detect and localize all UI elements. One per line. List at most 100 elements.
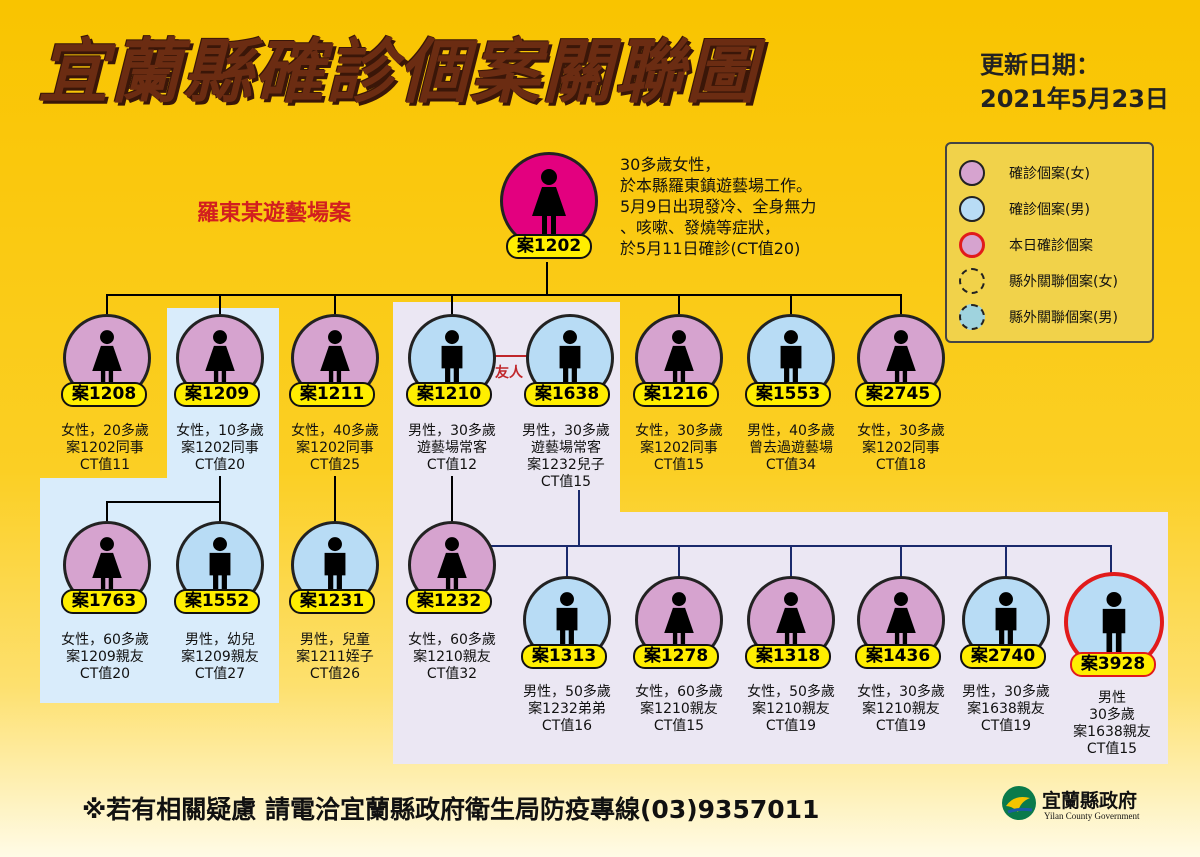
- legend-item: 縣外關聯個案(男): [959, 302, 1149, 330]
- case-tag: 案1211: [289, 382, 375, 407]
- level1-bus: [106, 294, 902, 296]
- male-icon: [209, 537, 231, 594]
- legend-item: 本日確診個案: [959, 230, 1149, 258]
- case-tag: 案1313: [521, 644, 607, 669]
- legend-label: 確診個案(男): [1009, 202, 1090, 218]
- legend-label: 本日確診個案: [1009, 238, 1093, 254]
- female-icon: [664, 330, 694, 387]
- case-node: 案1552: [174, 521, 264, 631]
- case-tag: 案2745: [855, 382, 941, 407]
- government-english-name: Yilan County Government: [1044, 811, 1140, 821]
- update-date: 更新日期： 2021年5月23日: [980, 48, 1169, 116]
- case-node: 案1209: [174, 314, 264, 424]
- connector: [790, 294, 792, 314]
- case-tag: 案1209: [174, 382, 260, 407]
- case-node: 案1211: [289, 314, 379, 424]
- connector: [451, 294, 453, 314]
- case-tag: 案1278: [633, 644, 719, 669]
- female-icon: [886, 330, 916, 387]
- government-logo: 宜蘭縣政府 Yilan County Government: [1000, 780, 1170, 830]
- case-tag: 案1231: [289, 589, 375, 614]
- legend-swatch: [959, 268, 985, 294]
- legend-swatch: [959, 304, 985, 330]
- case-node: 案1313: [521, 576, 611, 686]
- cluster-label: 羅東某遊藝場案: [197, 201, 352, 226]
- connector: [219, 476, 221, 502]
- male-icon: [1102, 591, 1126, 653]
- male-icon: [324, 537, 346, 594]
- connector: [900, 294, 902, 314]
- legend-swatch: [959, 196, 985, 222]
- connector: [566, 545, 568, 581]
- case-tag: 案2740: [960, 644, 1046, 669]
- case-node: 案1216: [633, 314, 723, 424]
- female-icon: [776, 592, 806, 649]
- yilan-emblem-icon: [1002, 786, 1036, 820]
- legend-swatch: [959, 232, 985, 258]
- case-tag: 案1202: [506, 234, 592, 259]
- connector: [678, 294, 680, 314]
- update-label: 更新日期：: [980, 51, 1100, 79]
- connector: [334, 294, 336, 314]
- connector: [219, 501, 221, 521]
- connector: [1110, 545, 1112, 575]
- female-icon: [886, 592, 916, 649]
- female-icon: [92, 537, 122, 594]
- case-tag: 案1436: [855, 644, 941, 669]
- legend-swatch: [959, 160, 985, 186]
- case-node: 案2745: [855, 314, 945, 424]
- connector: [900, 545, 902, 581]
- male-icon: [556, 592, 578, 649]
- legend: 確診個案(女) 確診個案(男) 本日確診個案 縣外關聯個案(女) 縣外關聯個案(…: [945, 142, 1154, 343]
- government-name: 宜蘭縣政府: [1042, 790, 1138, 812]
- case-node: 案1208: [61, 314, 151, 424]
- root-stem: [546, 262, 548, 295]
- update-value: 2021年5月23日: [980, 85, 1169, 113]
- case-node: 案2740: [960, 576, 1050, 686]
- connector: [790, 545, 792, 581]
- case-node-today: 案3928: [1064, 572, 1164, 682]
- case-node: 案1763: [61, 521, 151, 631]
- case-node: 案1231: [289, 521, 379, 631]
- hotline-notice: ※若有相關疑慮 請電洽宜蘭縣政府衛生局防疫專線(03)9357011: [82, 795, 820, 824]
- friend-label: 友人: [495, 365, 523, 381]
- case-node: 案1278: [633, 576, 723, 686]
- male-icon: [995, 592, 1017, 649]
- connector: [219, 294, 221, 314]
- connector: [678, 545, 680, 581]
- connector: [106, 294, 108, 314]
- legend-label: 確診個案(女): [1009, 166, 1090, 182]
- female-icon: [320, 330, 350, 387]
- male-icon: [559, 330, 581, 387]
- case-node: 案1318: [745, 576, 835, 686]
- connector: [106, 501, 108, 521]
- connector: [334, 476, 336, 524]
- legend-label: 縣外關聯個案(女): [1009, 274, 1118, 290]
- connector: [451, 476, 453, 524]
- female-icon: [437, 537, 467, 594]
- case-tag: 案1208: [61, 382, 147, 407]
- legend-item: 確診個案(男): [959, 194, 1149, 222]
- page-title: 宜蘭縣確診個案關聯圖: [38, 31, 758, 113]
- case-tag: 案1232: [406, 589, 492, 614]
- case-circle: [500, 152, 598, 250]
- legend-label: 縣外關聯個案(男): [1009, 310, 1118, 326]
- case-tag: 案1216: [633, 382, 719, 407]
- case-node: 案1232: [406, 521, 496, 631]
- case-tag: 案1638: [524, 382, 610, 407]
- male-icon: [780, 330, 802, 387]
